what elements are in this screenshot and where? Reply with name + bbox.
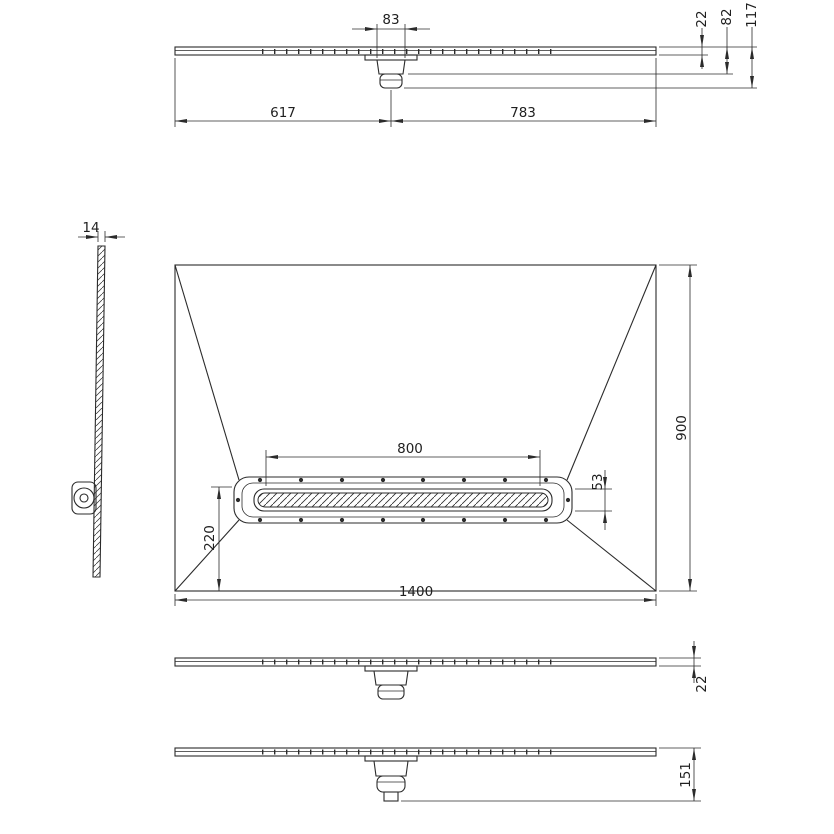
trap-outlet xyxy=(383,791,399,802)
dim-label-left-to-drain: 617 xyxy=(270,105,296,121)
drain-grate-slot xyxy=(257,492,549,508)
dim-label-overall-height: 151 xyxy=(678,762,694,788)
dim-label-tray-depth: 900 xyxy=(674,415,690,441)
dim-label-overall-depth: 117 xyxy=(744,2,760,28)
slope-line-bl xyxy=(174,519,240,592)
dim-label-channel-to-edge: 220 xyxy=(202,525,218,551)
trap-flange-3 xyxy=(364,755,418,762)
dim-label-edge-thickness-front: 22 xyxy=(694,675,710,692)
drain-gasket xyxy=(241,482,565,518)
view-plan: 800 53 220 900 1400 xyxy=(174,264,697,606)
trap-body-3 xyxy=(373,760,409,777)
side-drain-flange xyxy=(71,481,97,515)
trap-body-2 xyxy=(373,670,409,686)
tray-profile-2 xyxy=(174,657,657,667)
dim-label-drain-width: 83 xyxy=(382,12,399,28)
drain-flange xyxy=(233,476,573,524)
tray-side-section xyxy=(92,245,106,578)
view-top-elevation: 83 22 82 117 617 783 xyxy=(174,2,760,127)
tray-profile-3 xyxy=(174,747,657,757)
dim-label-channel-width: 53 xyxy=(590,473,606,490)
slope-line-br xyxy=(566,519,657,592)
trap-bowl-3 xyxy=(376,775,406,793)
tray-outline xyxy=(174,264,657,592)
dim-label-tray-width: 1400 xyxy=(399,584,433,600)
dim-label-body-depth: 82 xyxy=(719,8,735,25)
drain-channel xyxy=(253,488,553,512)
view-side-profile: 14 xyxy=(71,220,125,578)
drain-screws xyxy=(235,477,571,523)
dim-label-edge-thickness-top: 22 xyxy=(694,10,710,27)
slope-line-tl xyxy=(174,264,240,481)
tray-profile xyxy=(174,46,657,56)
view-front-elevation: 22 xyxy=(174,641,710,700)
trap-body xyxy=(376,59,406,75)
side-drain-outlet xyxy=(73,487,95,509)
trap-flange xyxy=(364,54,418,61)
view-front-elevation-trap: 151 xyxy=(174,747,701,802)
dim-label-channel-length: 800 xyxy=(397,441,423,457)
trap-flange-2 xyxy=(364,665,418,672)
slope-line-tr xyxy=(566,264,657,481)
trap-bowl xyxy=(379,73,403,89)
dim-label-panel-thickness: 14 xyxy=(82,220,99,236)
dim-label-drain-to-right: 783 xyxy=(510,105,536,121)
trap-bowl-2 xyxy=(377,684,405,700)
